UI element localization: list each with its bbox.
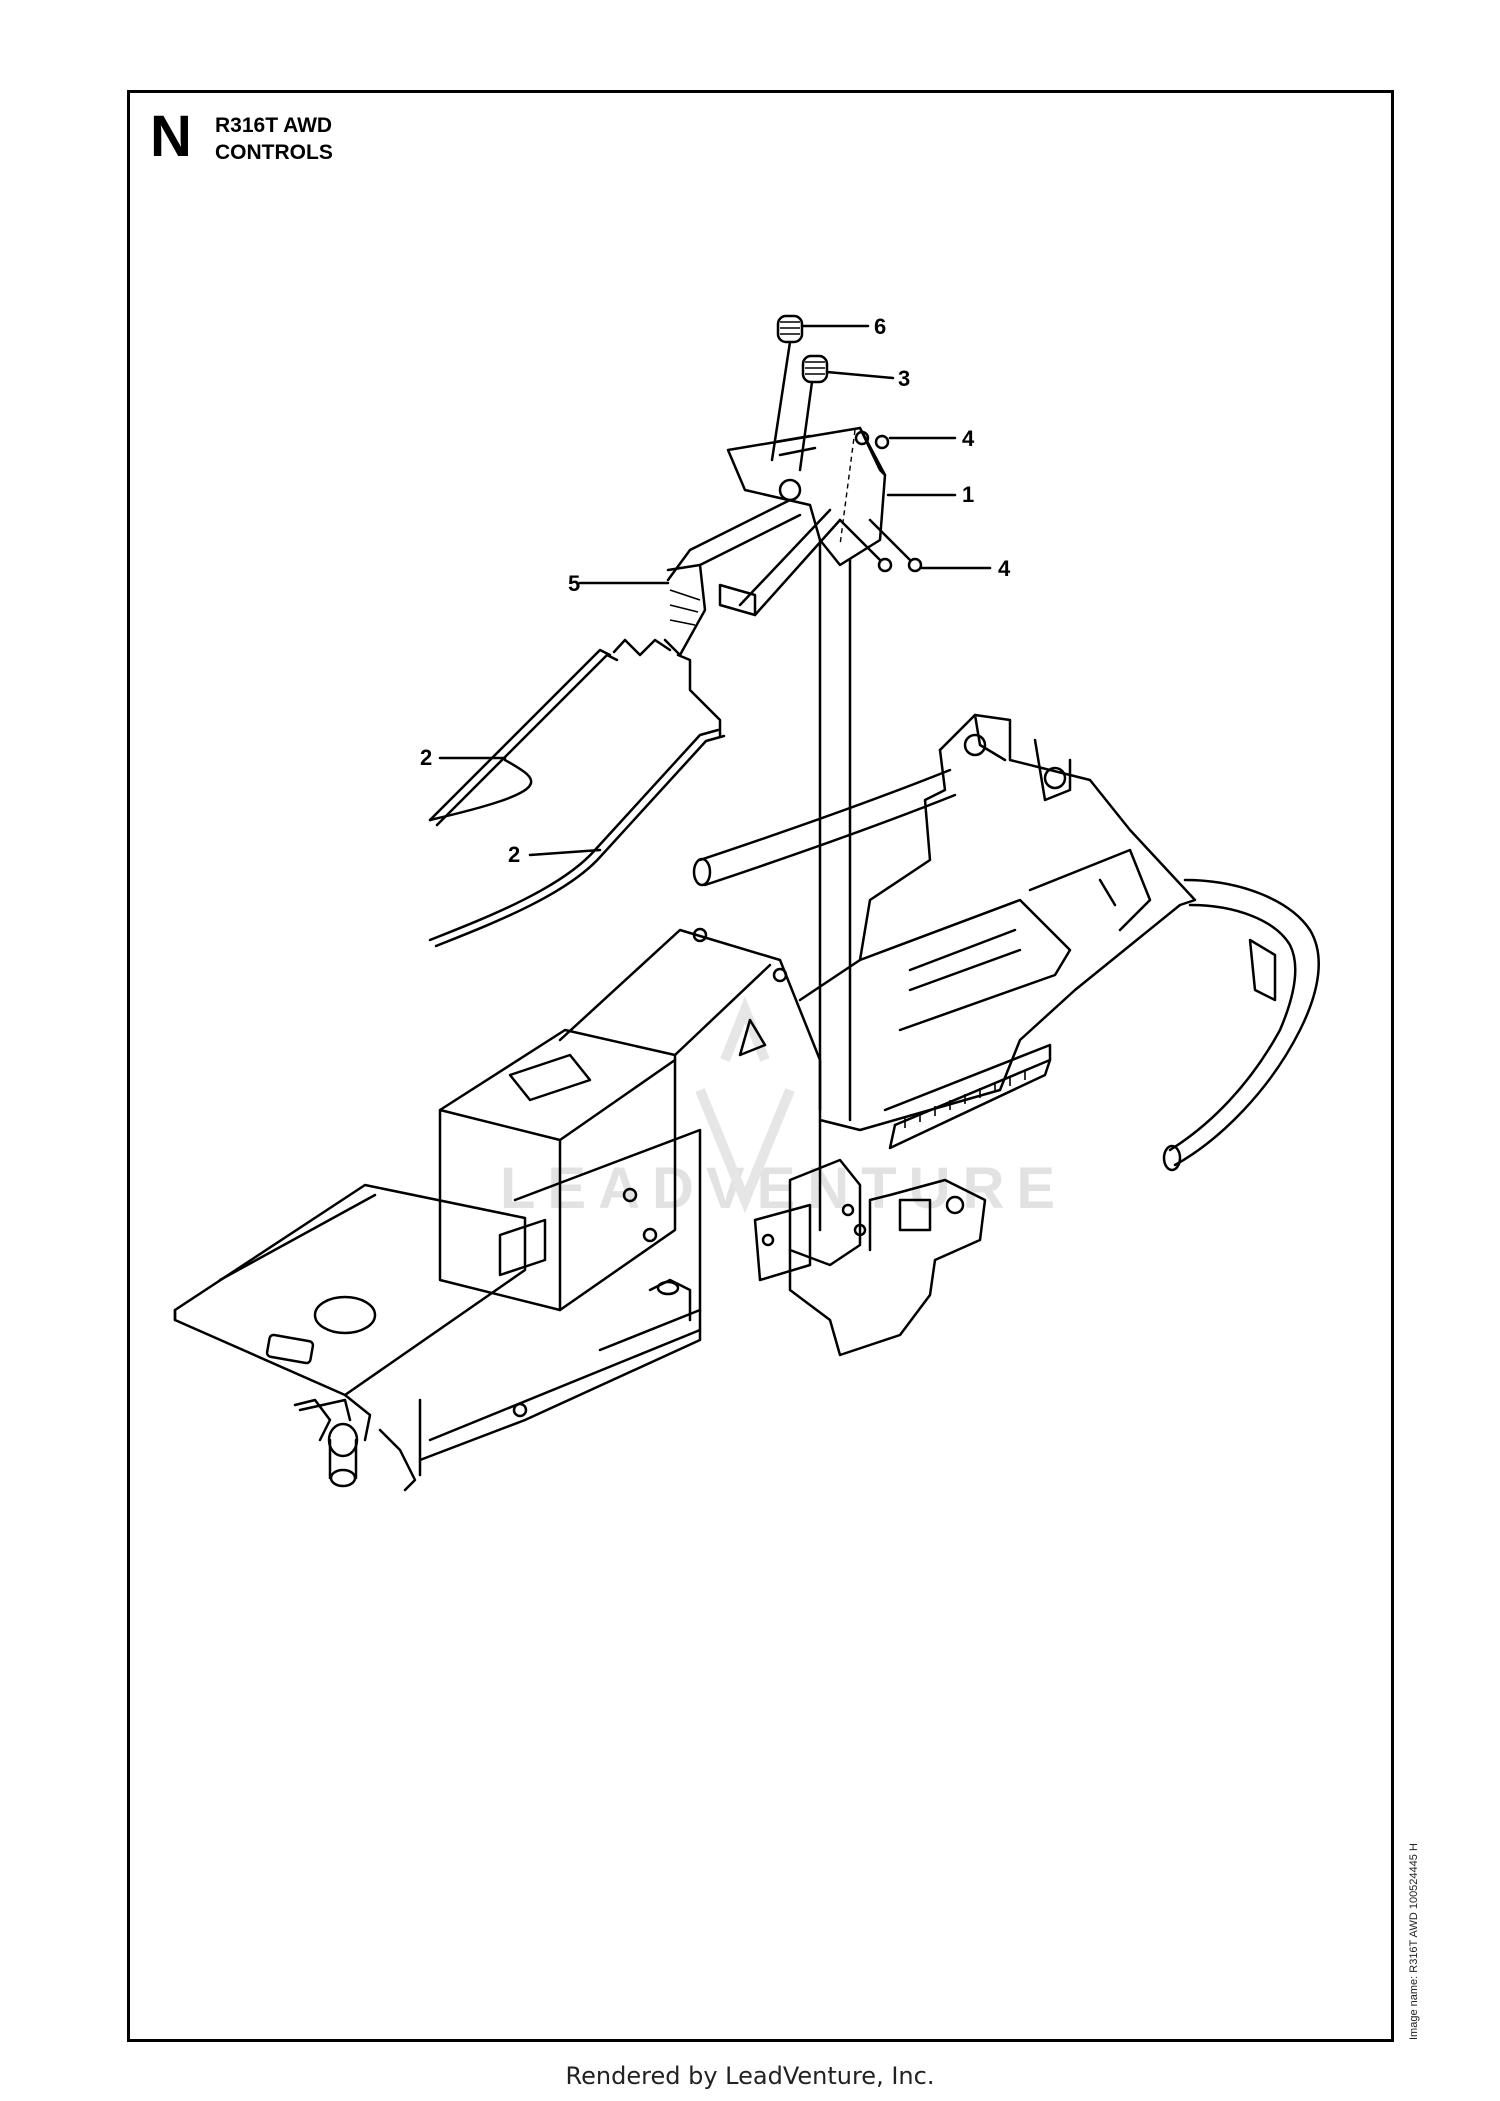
part-2-cables xyxy=(428,638,726,948)
part-4-bolts xyxy=(838,518,992,573)
image-name-label: Image name: R316T AWD 100524445 H xyxy=(1408,1843,1420,2040)
part-6-knob xyxy=(770,314,870,462)
callout-2-lower: 2 xyxy=(508,842,521,867)
callout-5: 5 xyxy=(568,571,581,596)
callout-6: 6 xyxy=(874,314,887,339)
part-5-cable-clamp xyxy=(578,563,722,737)
part-1-control-bracket xyxy=(726,426,957,1122)
diagram-subtitle: CONTROLS xyxy=(215,141,333,164)
watermark-logo xyxy=(695,996,795,1214)
model-name: R316T AWD xyxy=(215,114,333,137)
chassis-frame xyxy=(173,713,1320,1492)
diagram-frame xyxy=(127,90,1394,2042)
callout-3: 3 xyxy=(898,366,911,391)
footer-credit: Rendered by LeadVenture, Inc. xyxy=(565,2062,935,2090)
section-letter: N xyxy=(150,104,192,169)
callout-1: 1 xyxy=(962,482,975,507)
part-3-knob xyxy=(798,354,895,472)
callout-2-upper: 2 xyxy=(420,745,433,770)
callout-4-upper: 4 xyxy=(962,426,975,451)
callout-4-lower: 4 xyxy=(998,556,1011,581)
